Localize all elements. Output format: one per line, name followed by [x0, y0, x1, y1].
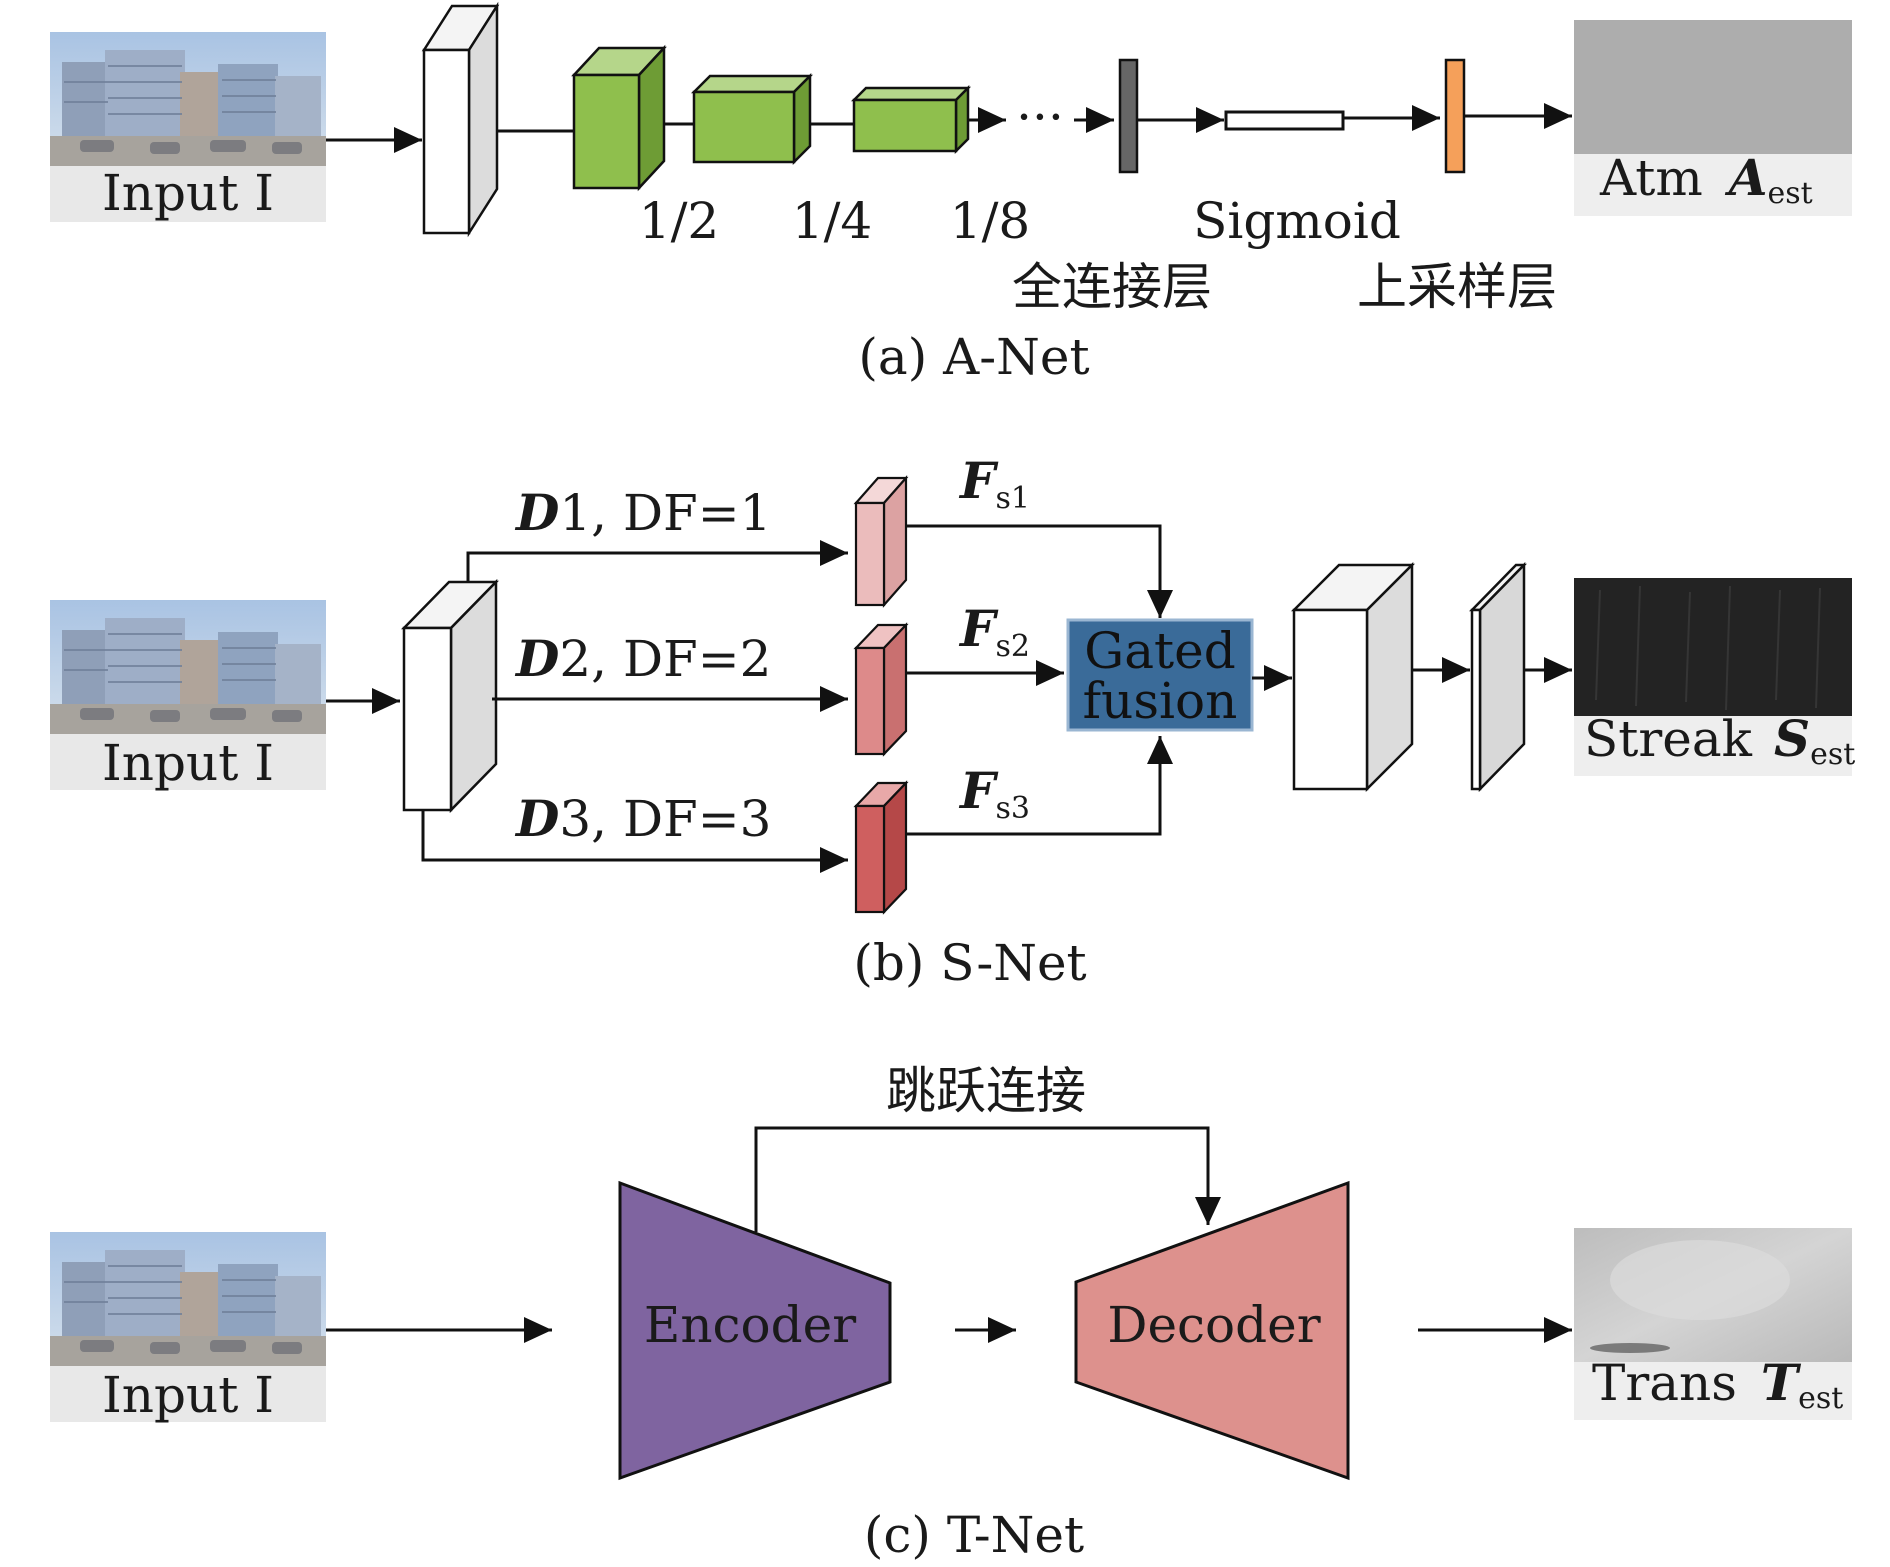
sigmoid-bar: [1224, 110, 1345, 131]
output-name-b: Streak: [1584, 710, 1753, 768]
scale-label-quarter: 1/4: [792, 192, 872, 250]
decoder-label: Decoder: [1107, 1296, 1320, 1354]
output-name-c: Trans: [1592, 1354, 1737, 1412]
output-name-a: Atm: [1599, 149, 1703, 207]
feature-block-fs2: [853, 622, 909, 757]
thin-output-layer: [1469, 561, 1527, 793]
panel-a-anet: Input I ···: [49, 1, 1852, 386]
output-symbol-c: T: [1761, 1353, 1802, 1412]
upsample-layer-label: 上采样层: [1357, 258, 1557, 316]
branch-label-d2: D2, DF=2: [514, 629, 771, 688]
decoder-trapezoid: [1074, 1180, 1350, 1481]
green-block-half: [571, 44, 667, 192]
branch-label-d1: D1, DF=1: [514, 483, 771, 542]
ellipsis: ···: [1016, 88, 1064, 146]
feature-label-fs2: Fs2: [958, 599, 1030, 664]
panel-c-tnet: Input I Encoder 跳跃连接 Decoder Trans Test (…: [49, 1062, 1852, 1564]
fc-layer-bar: [1118, 58, 1139, 174]
scale-label-half: 1/2: [639, 192, 719, 250]
upsample-layer-bar: [1444, 58, 1466, 174]
arrow-branch-d1: [466, 540, 848, 582]
output-sub-b: est: [1810, 737, 1855, 772]
output-trans-c: Trans Test: [1574, 1228, 1852, 1420]
arrow-fs1-to-gate: [906, 524, 1173, 618]
feature-block-fs3: [853, 780, 909, 915]
output-sub-c: est: [1798, 1381, 1843, 1416]
input-image-b: Input I: [49, 599, 327, 792]
arrow-fs3-to-gate: [906, 736, 1173, 836]
input-label-a: Input I: [102, 164, 274, 222]
output-streak-b: Streak Sest: [1574, 578, 1855, 776]
skip-connection-arrow: [754, 1126, 1221, 1232]
caption-a: (a) A-Net: [858, 328, 1089, 386]
caption-c: (c) T-Net: [864, 1506, 1084, 1562]
output-symbol-b: S: [1774, 709, 1810, 768]
feature-label-fs3: Fs3: [958, 761, 1030, 826]
input-label-c: Input I: [102, 1366, 274, 1424]
scale-label-eighth: 1/8: [950, 192, 1030, 250]
conv-block-a: [421, 1, 500, 238]
gated-label-line2: fusion: [1083, 672, 1238, 730]
sigmoid-label: Sigmoid: [1193, 192, 1401, 250]
output-symbol-a: A: [1725, 148, 1768, 207]
skip-connection-label: 跳跃连接: [886, 1062, 1086, 1120]
conv-block-b: [401, 578, 499, 814]
output-atm-a: Atm Aest: [1574, 20, 1852, 216]
gated-label-line1: Gated: [1084, 622, 1235, 680]
encoder-trapezoid: [618, 1180, 892, 1481]
input-image-c: Input I: [49, 1231, 327, 1424]
input-label-b: Input I: [102, 734, 274, 792]
output-sub-a: est: [1768, 176, 1813, 211]
panel-b-snet: Input I D1, DF=1 D2, DF=2 D3, DF=3: [49, 451, 1855, 992]
feature-block-fs1: [853, 475, 909, 608]
encoder-label: Encoder: [644, 1296, 856, 1354]
branch-label-d3: D3, DF=3: [514, 789, 771, 848]
fc-layer-label: 全连接层: [1012, 258, 1212, 316]
green-block-quarter: [690, 72, 814, 166]
arrow-branch-d3: [421, 810, 848, 873]
input-image-a: Input I: [49, 31, 327, 222]
green-block-eighth: [850, 84, 972, 155]
post-fusion-block: [1290, 561, 1416, 793]
feature-label-fs1: Fs1: [958, 451, 1030, 516]
caption-b: (b) S-Net: [853, 934, 1086, 992]
gated-fusion-box: Gated fusion: [1066, 618, 1254, 732]
